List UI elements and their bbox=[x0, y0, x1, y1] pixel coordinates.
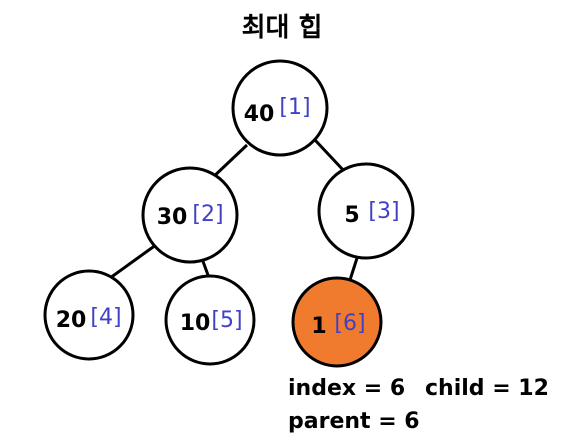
status-child: child = 12 bbox=[425, 376, 549, 401]
node-circle bbox=[317, 162, 415, 260]
node-circle-highlighted bbox=[291, 276, 383, 368]
heap-node-2: 30 [2] bbox=[141, 166, 239, 264]
node-index: [3] bbox=[368, 199, 399, 224]
edge-1-3 bbox=[313, 138, 347, 174]
heap-node-1: 40 [1] bbox=[231, 59, 329, 157]
heap-node-5: 10 [5] bbox=[164, 274, 256, 366]
status-index: index = 6 bbox=[288, 376, 405, 401]
node-index: [5] bbox=[211, 308, 242, 333]
node-circle bbox=[141, 166, 239, 264]
node-circle bbox=[231, 59, 329, 157]
node-index: [1] bbox=[279, 95, 310, 120]
node-value: 10 bbox=[180, 311, 211, 336]
node-value: 20 bbox=[56, 308, 87, 333]
node-value: 30 bbox=[157, 205, 188, 230]
node-index: [2] bbox=[192, 202, 223, 227]
node-circle bbox=[164, 274, 256, 366]
diagram-title: 최대 힙 bbox=[242, 13, 323, 43]
heap-node-4: 20 [4] bbox=[43, 269, 135, 361]
node-index: [6] bbox=[334, 311, 365, 336]
edge-3-6 bbox=[348, 254, 360, 281]
status-parent: parent = 6 bbox=[288, 409, 420, 434]
edge-2-4 bbox=[109, 240, 161, 280]
node-value: 40 bbox=[244, 102, 275, 127]
heap-node-6: 1 [6] bbox=[291, 276, 383, 368]
node-index: [4] bbox=[90, 305, 121, 330]
status-readout: index = 6 child = 12 parent = 6 bbox=[288, 376, 549, 434]
node-value: 5 bbox=[344, 203, 359, 228]
node-circle bbox=[43, 269, 135, 361]
heap-node-3: 5 [3] bbox=[317, 162, 415, 260]
node-value: 1 bbox=[311, 314, 326, 339]
